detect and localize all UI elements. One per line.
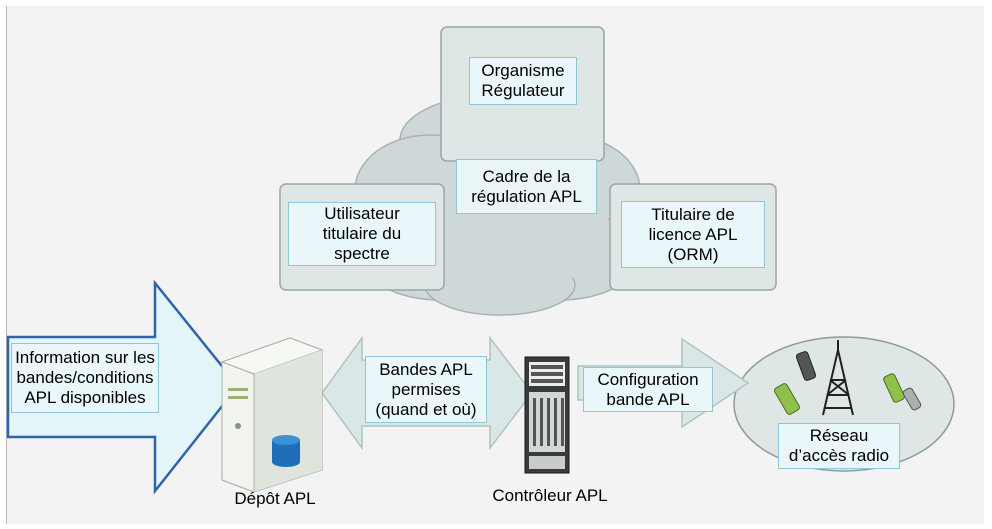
ran-label: Réseau d’accès radio bbox=[778, 423, 900, 469]
framework-label: Cadre de la régulation APL bbox=[456, 159, 597, 214]
incumbent-label: Utilisateur titulaire du spectre bbox=[288, 202, 436, 266]
controller-rack-icon bbox=[524, 356, 570, 474]
radio-tower-icon bbox=[822, 340, 854, 416]
repository-label: Dépôt APL bbox=[234, 489, 316, 508]
regulator-label: Organisme Régulateur bbox=[469, 57, 577, 105]
info-label: Information sur les bandes/conditions AP… bbox=[11, 343, 159, 413]
handset-icon bbox=[774, 351, 922, 415]
licensee-label: Titulaire de licence APL (ORM) bbox=[621, 201, 765, 268]
repository-server-icon bbox=[220, 337, 324, 493]
controller-label: Contrôleur APL bbox=[492, 486, 608, 505]
band-config-label: Configuration bande APL bbox=[583, 367, 713, 412]
bands-permitted-label: Bandes APL permises (quand et où) bbox=[365, 356, 487, 423]
